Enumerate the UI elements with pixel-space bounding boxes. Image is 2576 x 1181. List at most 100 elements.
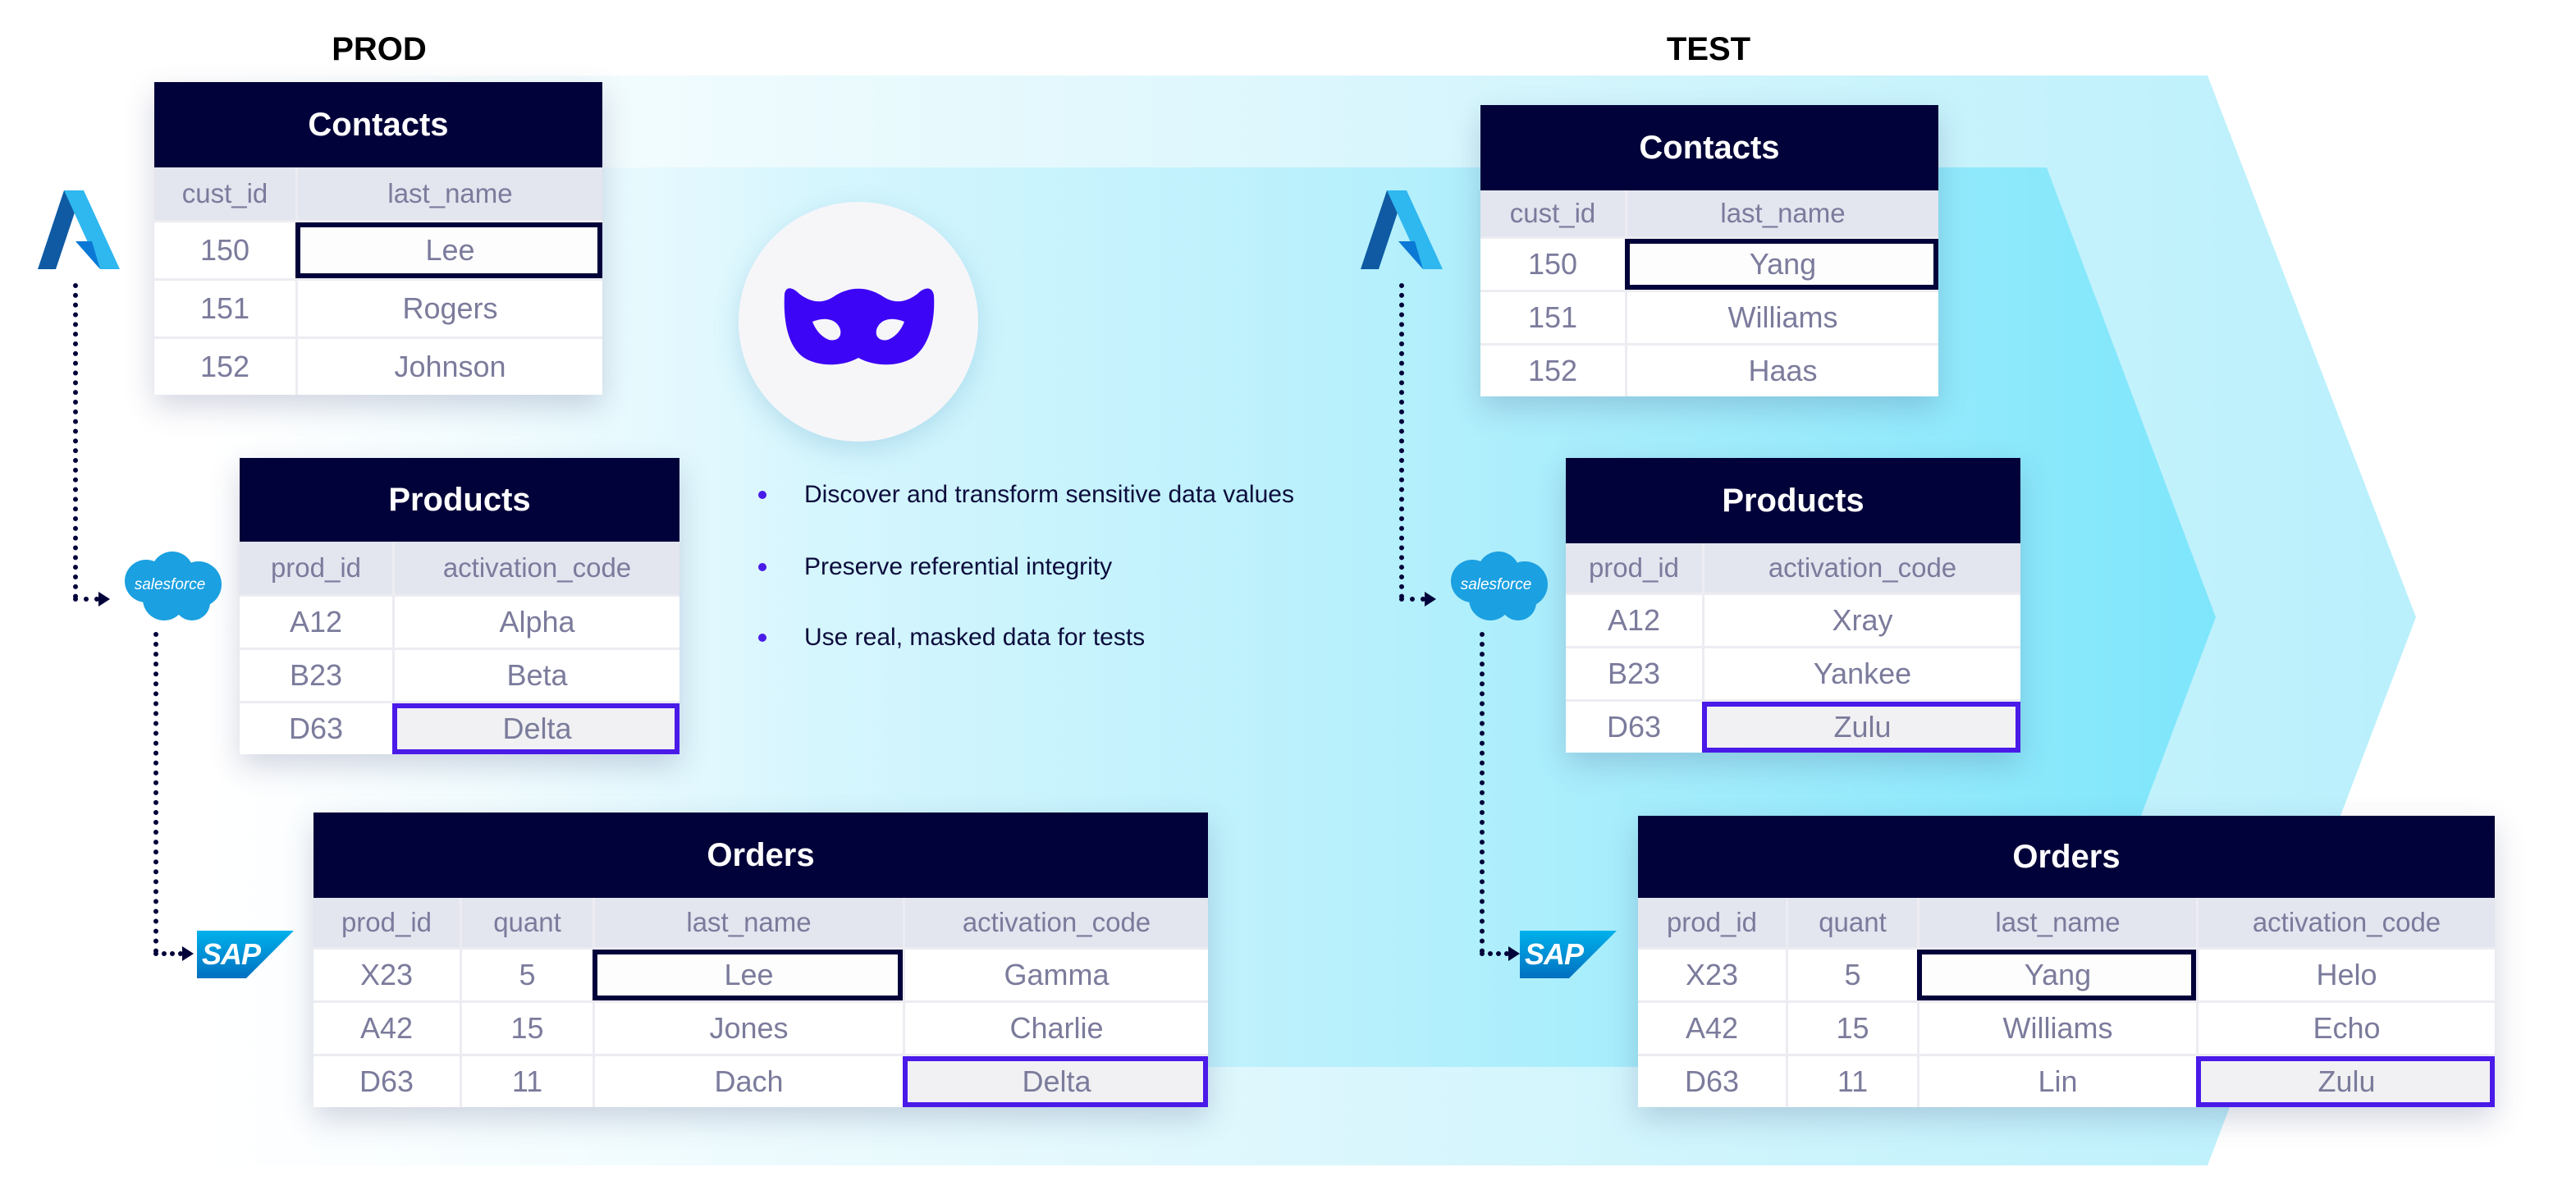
table-title: Products: [1566, 458, 2020, 543]
table-cell: A42: [1685, 1011, 1739, 1045]
sap-logo-text: SAP: [202, 937, 261, 971]
connector-line: [153, 632, 158, 954]
table-cell: 15: [460, 1003, 593, 1054]
table-cell: 151: [1527, 300, 1578, 334]
highlighted-cell: Lee: [593, 950, 903, 1000]
table-cell: Rogers: [295, 281, 602, 336]
table-cell: 11: [1786, 1056, 1917, 1107]
connector-line: [73, 283, 78, 599]
bullet-dot-icon: [758, 634, 766, 642]
table-row: 150 Yang: [1480, 236, 1938, 290]
column-header: prod_id: [1666, 907, 1758, 937]
table-title: Contacts: [1480, 105, 1938, 190]
table-row: 151 Williams: [1480, 290, 1938, 343]
sap-logo-text: SAP: [1525, 937, 1584, 971]
arrow-right-icon: [1425, 592, 1436, 607]
table-cell: D63: [359, 1064, 414, 1098]
column-header: activation_code: [392, 542, 679, 594]
table-cell: 150: [199, 233, 250, 267]
table-cell: 152: [199, 350, 250, 383]
table-cell: Jones: [593, 1003, 903, 1054]
column-header: quant: [460, 898, 593, 947]
table-cell: 5: [460, 950, 593, 1000]
test-label: TEST: [1666, 31, 1751, 67]
table-cell: A42: [359, 1011, 414, 1045]
connector-line: [73, 597, 99, 602]
salesforce-logo: salesforce: [115, 548, 225, 624]
table-cell: Lin: [1917, 1056, 2196, 1107]
table-cell: D63: [1684, 1064, 1740, 1098]
table-row: 151 Rogers: [154, 278, 602, 336]
column-header: last_name: [593, 898, 903, 947]
highlighted-cell: Zulu: [2196, 1056, 2495, 1107]
bullet-dot-icon: [758, 563, 766, 571]
sap-logo: SAP: [1520, 931, 1617, 978]
table-cell: X23: [1685, 958, 1739, 991]
bullet-text: Discover and transform sensitive data va…: [804, 481, 1294, 508]
column-header: cust_id: [1509, 198, 1596, 228]
bullet-dot-icon: [758, 491, 766, 499]
column-header: prod_id: [341, 907, 432, 937]
mask-badge: [739, 202, 978, 442]
highlighted-cell: Zulu: [1702, 702, 2020, 753]
table-cell: Gamma: [903, 950, 1208, 1000]
arrow-right-icon: [182, 946, 194, 961]
highlighted-cell: Yang: [1917, 950, 2196, 1000]
arrow-right-icon: [1508, 946, 1520, 961]
highlighted-cell: Delta: [392, 703, 679, 754]
table-cell: X23: [359, 958, 414, 991]
salesforce-logo: salesforce: [1441, 548, 1551, 624]
bullet-text: Use real, masked data for tests: [804, 624, 1146, 651]
table-cell: Johnson: [295, 339, 602, 395]
table-cell: B23: [289, 658, 343, 692]
highlighted-cell: Yang: [1625, 239, 1938, 290]
highlighted-cell: Lee: [295, 222, 602, 278]
salesforce-logo-text: salesforce: [134, 576, 206, 593]
table-cell: B23: [1607, 657, 1661, 690]
table-cell: 15: [1786, 1003, 1917, 1054]
azure-icon: [38, 190, 120, 269]
connector-line: [1399, 597, 1425, 602]
column-header: last_name: [295, 167, 602, 220]
column-header: activation_code: [2196, 898, 2495, 947]
column-header: activation_code: [903, 898, 1208, 947]
table-title: Orders: [1638, 816, 2495, 898]
table-cell: 152: [1527, 354, 1578, 387]
mask-icon: [784, 288, 935, 365]
table-cell: Xray: [1702, 595, 2020, 646]
table-cell: 151: [199, 291, 250, 325]
table-cell: 150: [1527, 247, 1578, 281]
connector-line: [1480, 632, 1485, 954]
arrow-right-icon: [98, 592, 110, 607]
table-cell: Beta: [392, 650, 679, 701]
highlighted-cell: Delta: [903, 1056, 1208, 1107]
prod-label: PROD: [332, 31, 427, 67]
bullet-item: Discover and transform sensitive data va…: [758, 481, 1294, 509]
bullet-text: Preserve referential integrity: [804, 553, 1113, 580]
column-header: quant: [1786, 898, 1917, 947]
bullet-item: Preserve referential integrity: [758, 553, 1112, 581]
table-cell: Williams: [1625, 292, 1938, 343]
table-cell: 11: [460, 1056, 593, 1107]
sap-logo: SAP: [197, 931, 294, 978]
column-header: cust_id: [181, 178, 268, 208]
column-header-row: cust_id last_name: [154, 167, 602, 220]
